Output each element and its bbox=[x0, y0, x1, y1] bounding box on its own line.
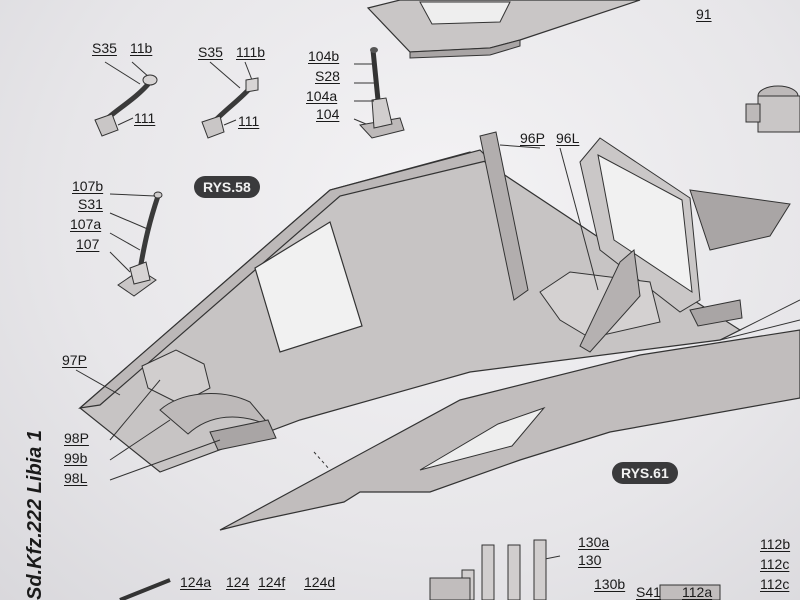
label-107b: 107b bbox=[72, 178, 104, 194]
part-91-panel bbox=[366, 0, 641, 59]
sheet-title: Sd.Kfz.222 Libia 1 bbox=[24, 429, 46, 600]
label-107a: 107a bbox=[70, 216, 102, 232]
label-104a: 104a bbox=[306, 88, 338, 104]
label-107: 107 bbox=[76, 236, 100, 252]
bottom-parts bbox=[119, 539, 721, 600]
figure-badge-rys58: RYS.58 bbox=[194, 176, 260, 198]
label-s35-b: S35 bbox=[198, 44, 223, 60]
label-111-a: 111 bbox=[134, 110, 156, 126]
label-111b: 111b bbox=[236, 44, 266, 60]
label-96p: 96P bbox=[520, 130, 545, 146]
label-s41: S41 bbox=[636, 584, 661, 600]
label-124: 124 bbox=[226, 574, 250, 590]
label-112c: 112c bbox=[760, 556, 790, 572]
label-104b: 104b bbox=[308, 48, 340, 64]
label-96l: 96L bbox=[556, 130, 580, 146]
leader-lines bbox=[75, 144, 599, 561]
label-130b: 130b bbox=[594, 576, 626, 592]
label-124a: 124a bbox=[180, 574, 212, 590]
label-112c-2: 112c bbox=[760, 576, 790, 592]
label-124d: 124d bbox=[304, 574, 336, 590]
label-124f: 124f bbox=[258, 574, 286, 590]
label-s31: S31 bbox=[78, 196, 103, 212]
part-107-assembly bbox=[109, 191, 163, 297]
label-130: 130 bbox=[578, 552, 602, 568]
label-97p: 97P bbox=[62, 352, 87, 368]
label-98p: 98P bbox=[64, 430, 89, 446]
figure-badge-rys61: RYS.61 bbox=[612, 462, 678, 484]
label-99b: 99b bbox=[64, 450, 88, 466]
label-111-b: 111 bbox=[238, 113, 260, 129]
label-112a: 112a bbox=[682, 584, 713, 600]
part-top-right bbox=[745, 85, 800, 133]
label-130a: 130a bbox=[578, 534, 610, 550]
label-s35-a: S35 bbox=[92, 40, 117, 56]
assembly-arrow bbox=[313, 451, 331, 471]
label-112b: 112b bbox=[760, 536, 791, 552]
part-104-assembly bbox=[353, 47, 405, 139]
part-11b-assembly bbox=[94, 61, 158, 137]
side-panel-part bbox=[219, 329, 800, 531]
label-98l: 98L bbox=[64, 470, 88, 486]
label-11b: 11b bbox=[130, 40, 153, 56]
label-91: 91 bbox=[696, 6, 712, 22]
hull-assembly bbox=[78, 131, 800, 473]
part-111b-assembly bbox=[201, 61, 259, 139]
label-s28: S28 bbox=[315, 68, 340, 84]
label-104: 104 bbox=[316, 106, 340, 122]
